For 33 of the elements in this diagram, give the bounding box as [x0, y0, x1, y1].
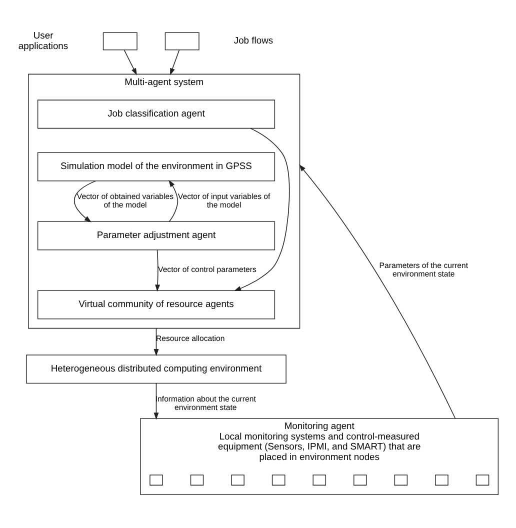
arrow [299, 164, 456, 419]
edge-label: Vector of input variables of the model [178, 192, 270, 210]
node-box [435, 474, 448, 486]
arrow [155, 250, 160, 292]
arrow [234, 128, 290, 292]
arrow [154, 328, 159, 356]
node-box [312, 474, 326, 486]
edge-label: Resource allocation [156, 334, 225, 343]
node-box: Virtual community of resource agents [37, 290, 276, 320]
node-box [353, 474, 367, 486]
edge-label: Parameters of the current environment state [379, 260, 468, 279]
arrow [170, 50, 180, 76]
edge-label: Vector of obtained variables of the model [76, 192, 174, 210]
arrow [154, 382, 159, 420]
node-box [476, 474, 490, 486]
arrow [168, 180, 178, 222]
node-box: Parameter adjustment agent [37, 221, 276, 250]
node-box [394, 474, 408, 486]
label: Job flows [234, 34, 274, 46]
node-box [272, 474, 286, 486]
node-box [164, 32, 200, 50]
node-box: Heterogeneous distributed computing environment [26, 354, 286, 384]
node-box [231, 474, 244, 486]
edge-label: Vector of control parameters [158, 265, 256, 274]
node-box [102, 32, 138, 50]
node-box: Simulation model of the environment in GPSS [37, 152, 276, 182]
arrow [74, 180, 96, 222]
node-box [190, 474, 204, 486]
node-box: Job classification agent [37, 100, 276, 129]
cluster: Monitoring agent Local monitoring systems and control-measured equipment (Sensors, IPMI, and SMART) that are placed in environment nodes [140, 418, 499, 495]
arrow [124, 50, 137, 76]
node-box [150, 474, 163, 486]
label: User applications [18, 30, 68, 51]
